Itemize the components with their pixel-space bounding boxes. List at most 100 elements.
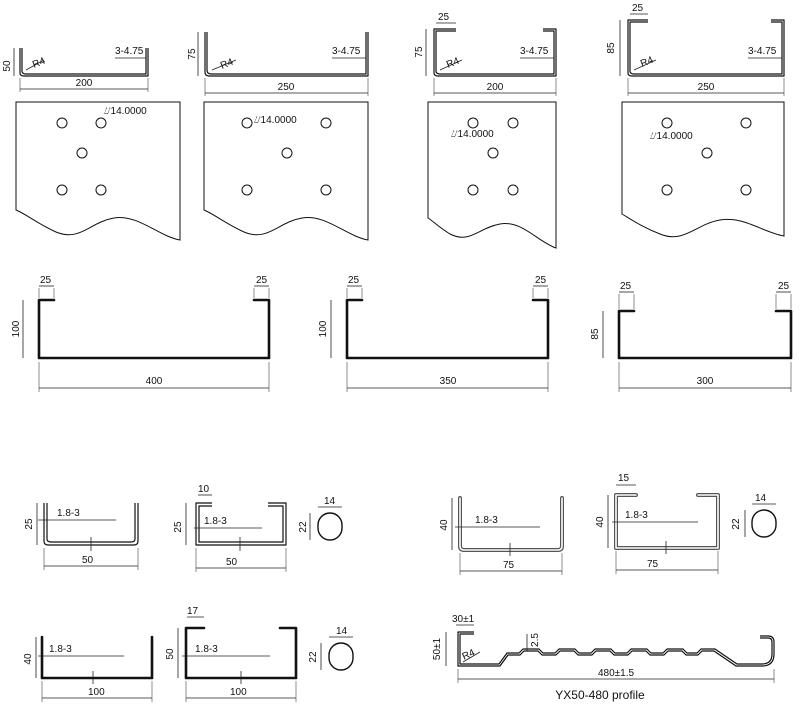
- bolt-hole: [740, 184, 752, 196]
- profile-caption: YX50-480 profile: [555, 688, 645, 702]
- dim-height-label: 50: [2, 60, 13, 72]
- thickness-label: 1.8-3: [475, 515, 498, 526]
- top-profile-1: 50 R4 3-4.75 200: [2, 46, 149, 92]
- small-channel-50x25-lipped: 10 25 1.8-3 50 14 22: [173, 484, 343, 572]
- dim-height-label: 25: [173, 521, 184, 533]
- radius-label: R4: [461, 647, 478, 663]
- dim-width-label: 75: [647, 559, 659, 570]
- profile-outline: [627, 19, 785, 77]
- dim-height-label: 40: [595, 516, 606, 528]
- radius-leader: [211, 59, 237, 71]
- profile-outline-inner: [459, 633, 773, 665]
- dim-lip-right-label: 25: [535, 275, 547, 286]
- small-channel-100x50-lipped: 17 50 1.8-3 100 14 22: [165, 606, 354, 702]
- bolt-hole: [76, 147, 88, 159]
- slot-height-label: 22: [731, 518, 742, 530]
- bolt-hole: [701, 147, 713, 159]
- dim-lip-right-label: 25: [778, 281, 790, 292]
- channel-profile-inner: [459, 497, 563, 551]
- channel-profile: [40, 635, 154, 680]
- dim-width-label: 100: [88, 687, 105, 698]
- dim-lip-left-label: 25: [620, 281, 632, 292]
- dim-lip-left-label: 25: [40, 275, 52, 286]
- dim-lip-label: 10: [198, 484, 210, 495]
- hole-diameter-label: ⌰14.0000: [650, 131, 693, 142]
- hole-diameter-label: ⌰14.0000: [104, 106, 147, 117]
- perforated-plate-2: ⌰14.0000: [203, 101, 369, 241]
- thickness-label: 1.8-3: [49, 644, 72, 655]
- small-channel-100x40: 40 1.8-3 100: [23, 635, 154, 702]
- dim-height-label: 100: [11, 320, 22, 337]
- dim-width-label: 400: [146, 376, 163, 387]
- bolt-hole: [740, 117, 752, 129]
- bolt-hole: [661, 117, 673, 129]
- perforated-plate-4: ⌰14.0000: [621, 101, 785, 238]
- bolt-hole: [507, 117, 519, 129]
- bolt-hole: [320, 184, 332, 196]
- dim-width-label: 200: [487, 82, 504, 93]
- bolt-hole: [661, 184, 673, 196]
- bolt-hole: [467, 184, 479, 196]
- dim-width-label: 75: [503, 560, 515, 571]
- plate-outline: [15, 101, 181, 241]
- perforated-plate-3: ⌰14.0000: [427, 101, 557, 249]
- dim-width-label: 250: [278, 82, 295, 93]
- thickness-label: 3-4.75: [115, 46, 144, 57]
- bolt-hole: [281, 147, 293, 159]
- dim-width-label: 50: [82, 555, 94, 566]
- dim-height-label: 85: [590, 328, 601, 340]
- bolt-hole: [95, 117, 107, 129]
- top-profile-2: 75 R4 3-4.75 250: [187, 32, 369, 96]
- radius-leader: [439, 59, 463, 71]
- dim-width-label: 200: [76, 78, 93, 89]
- plate-outline: [203, 101, 369, 241]
- slot-height-label: 22: [298, 521, 309, 533]
- dim-lip-label: 15: [618, 473, 630, 484]
- dim-height-label: 50±1: [432, 637, 443, 660]
- dim-lip-label: 25: [438, 12, 450, 23]
- bolt-hole: [467, 117, 479, 129]
- channel-profile: [195, 502, 287, 546]
- thickness-label: 1.8-3: [204, 516, 227, 527]
- hole-diameter-label: ⌰14.0000: [451, 129, 494, 140]
- rib-height-label: 2.5: [530, 633, 541, 647]
- dim-lip-left-label: 25: [348, 275, 360, 286]
- bolt-hole: [241, 184, 253, 196]
- thickness-label: 1.8-3: [625, 510, 648, 521]
- dim-width-label: 50: [226, 557, 238, 568]
- radius-leader: [25, 59, 45, 71]
- dim-lip-label: 17: [187, 606, 199, 617]
- channel-400: 25 25 100 400: [11, 275, 271, 392]
- channel-profile: [345, 298, 550, 360]
- bolt-hole: [241, 117, 253, 129]
- thickness-label: 3-4.75: [332, 46, 361, 57]
- small-channel-75x40: 40 1.8-3 75: [439, 496, 564, 575]
- dim-height-label: 75: [414, 46, 425, 58]
- slot-hole: [328, 642, 354, 671]
- radius-leader: [462, 651, 481, 663]
- perforated-plate-1: ⌰14.0000: [15, 101, 181, 241]
- plate-outline: [427, 101, 557, 249]
- plate-outline: [621, 101, 785, 238]
- slot-width-label: 14: [336, 626, 348, 637]
- dim-height-label: 40: [23, 653, 34, 665]
- thickness-label: 3-4.75: [748, 46, 777, 57]
- slot-width-label: 14: [755, 493, 767, 504]
- dim-height-label: 50: [165, 648, 176, 660]
- dim-lip-label: 30±1: [452, 614, 475, 625]
- dim-width-label: 350: [440, 376, 457, 387]
- radius-label: R4: [639, 55, 655, 70]
- profile-outline: [457, 631, 775, 667]
- profile-outline: [204, 32, 369, 77]
- channel-350: 25 25 100 350: [318, 275, 550, 392]
- bolt-hole: [487, 147, 499, 159]
- bolt-hole: [56, 184, 68, 196]
- channel-profile: [614, 493, 720, 550]
- radius-leader: [633, 59, 657, 71]
- dim-width-label: 100: [230, 687, 247, 698]
- dim-width-label: 480±1.5: [598, 668, 635, 679]
- dim-lip-label: 25: [632, 3, 644, 14]
- small-channel-50x25: 25 1.8-3 50: [24, 503, 139, 570]
- dim-lip-right-label: 25: [256, 275, 268, 286]
